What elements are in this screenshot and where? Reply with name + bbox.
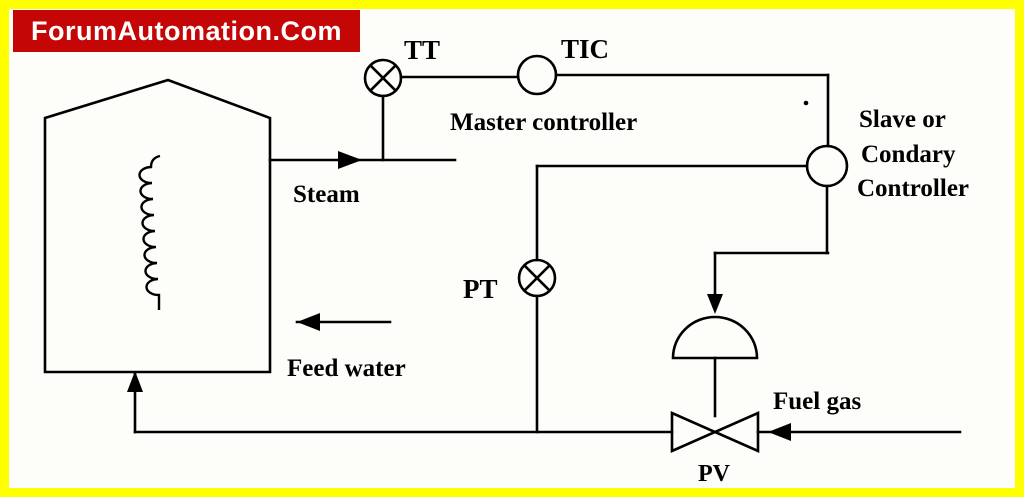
slave-label-line1: Slave or xyxy=(859,106,946,133)
heating-coil xyxy=(138,154,161,310)
valve-actuator xyxy=(671,315,759,360)
slave-controller-symbol xyxy=(805,144,849,188)
slave-label-line3: Controller xyxy=(857,175,969,202)
watermark-text: ForumAutomation.Com xyxy=(31,15,342,46)
watermark-banner: ForumAutomation.Com xyxy=(13,10,360,52)
fuel-gas-arrow-icon xyxy=(768,423,791,441)
tt-label: TT xyxy=(404,35,440,65)
pt-label: PT xyxy=(463,274,498,304)
fuel-gas-label: Fuel gas xyxy=(773,388,861,415)
tt-transmitter-symbol xyxy=(363,58,403,98)
steam-label: Steam xyxy=(293,181,360,208)
tic-controller-symbol xyxy=(516,54,558,96)
vessel-inlet-arrow-icon xyxy=(127,371,143,392)
actuator-arrow-icon xyxy=(707,294,723,314)
pt-transmitter-symbol xyxy=(517,258,557,298)
control-valve-body xyxy=(670,411,760,453)
stray-ink-dot xyxy=(803,100,809,106)
pv-label: PV xyxy=(698,461,731,487)
master-controller-label: Master controller xyxy=(450,109,637,136)
feed-water-label: Feed water xyxy=(287,355,406,382)
boiler-vessel xyxy=(43,78,272,374)
steam-arrow-icon xyxy=(338,151,362,169)
slave-label-line2: Condary xyxy=(861,141,956,168)
tic-label: TIC xyxy=(561,34,609,64)
feed-water-arrow-icon xyxy=(297,313,320,331)
